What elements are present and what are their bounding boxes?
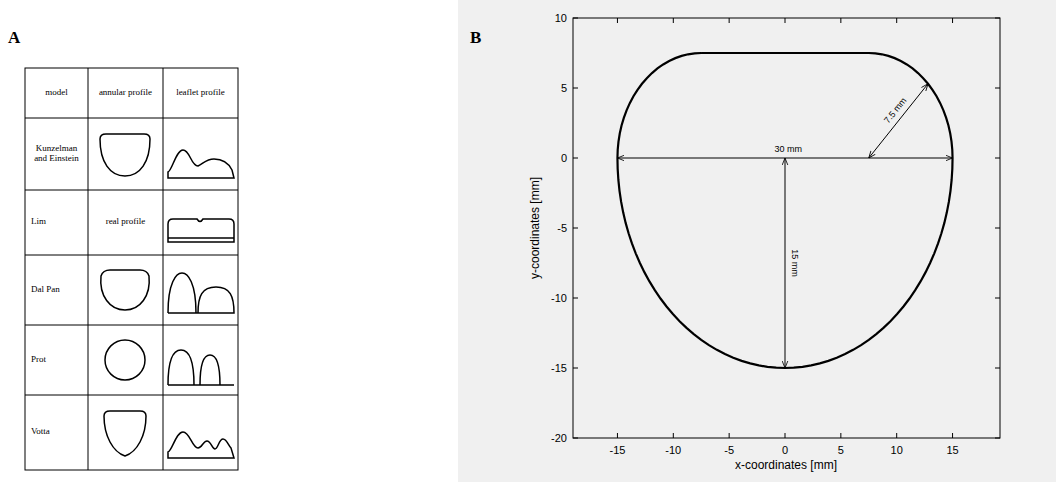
y-tick-label: 10: [555, 12, 567, 24]
annulus-outline: [617, 53, 952, 368]
table-header: leaflet profile: [171, 88, 231, 98]
dimension-arrow: [869, 84, 928, 158]
x-tick-label: -10: [665, 444, 681, 456]
x-tick-label: -5: [724, 444, 734, 456]
figure-ground: [458, 0, 1056, 482]
x-tick-label: -15: [609, 444, 625, 456]
model-name: Lim: [31, 217, 46, 227]
table-header: model: [45, 88, 68, 98]
y-tick-label: -20: [551, 432, 567, 444]
panel-letter: B: [470, 29, 481, 48]
dimension-label: 15 mm: [789, 248, 799, 278]
panel-letter: A: [8, 29, 20, 48]
x-tick-label: 10: [891, 444, 903, 456]
dimension-arrow: [785, 158, 786, 368]
annulus-sketches: [100, 134, 150, 456]
y-tick-label: -10: [551, 292, 567, 304]
x-tick-label: 5: [838, 444, 844, 456]
leaflet-sketches: [168, 150, 234, 458]
model-name: Prot: [31, 355, 46, 365]
table-grid: [25, 68, 238, 470]
axis-title: y-coordinates [mm]: [529, 177, 542, 279]
dimension-label: 30 mm: [774, 145, 804, 155]
model-name: Dal Pan: [31, 285, 60, 295]
y-tick-label: -15: [551, 362, 567, 374]
x-tick-label: 15: [946, 444, 958, 456]
axis-title: x-coordinates [mm]: [735, 459, 837, 472]
axes-box: [573, 18, 1000, 438]
x-tick-label: 0: [782, 444, 788, 456]
y-tick-label: 0: [561, 152, 567, 164]
plot-axes: [573, 18, 1000, 438]
table-cell: real profile: [106, 217, 146, 227]
y-tick-label: -5: [557, 222, 567, 234]
model-name: Kunzelman and Einstein: [29, 144, 85, 164]
model-name: Votta: [31, 427, 50, 437]
table-header: annular profile: [96, 88, 156, 98]
y-tick-label: 5: [561, 82, 567, 94]
